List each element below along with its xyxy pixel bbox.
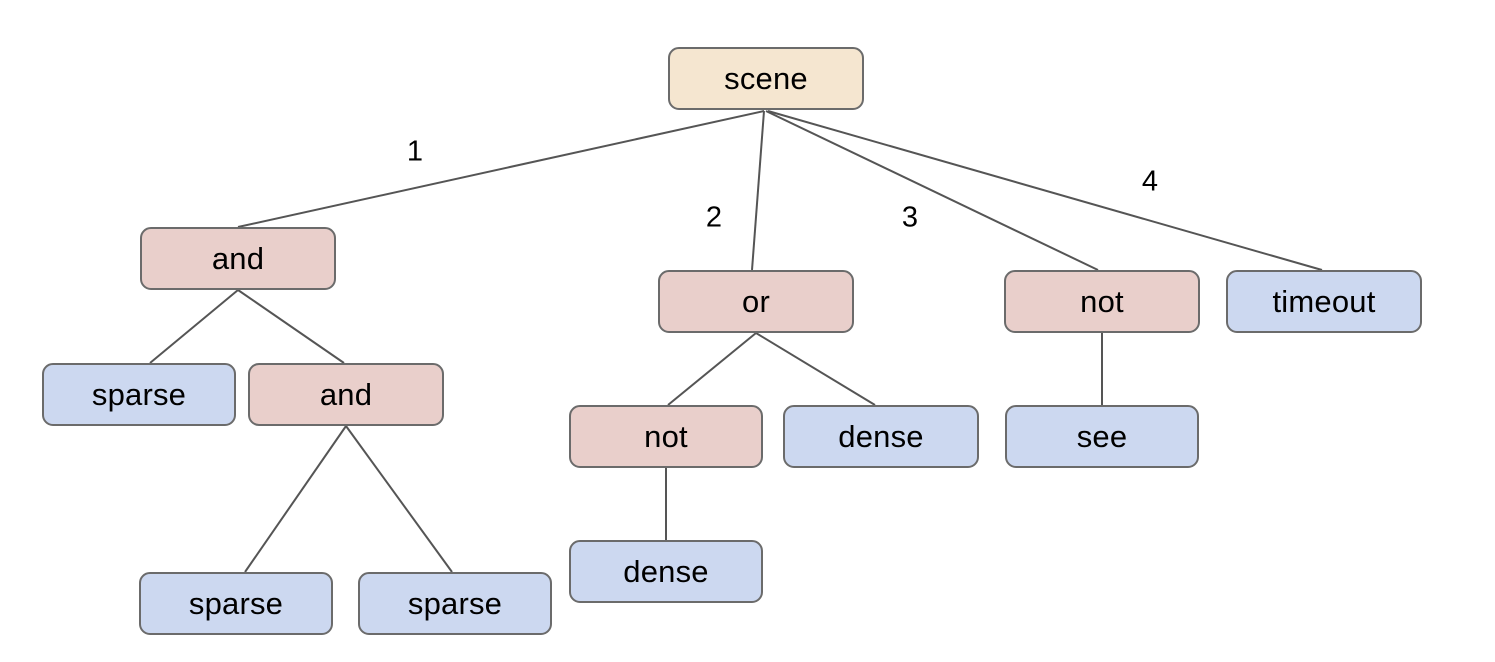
tree-node-timeout1[interactable]: timeout bbox=[1226, 270, 1422, 333]
tree-edge bbox=[767, 110, 1323, 271]
tree-node-not1[interactable]: not bbox=[1004, 270, 1200, 333]
edge-label: 3 bbox=[901, 201, 919, 234]
tree-edge bbox=[345, 425, 453, 573]
tree-node-not2[interactable]: not bbox=[569, 405, 763, 468]
tree-edge bbox=[765, 110, 1099, 271]
tree-node-dense1[interactable]: dense bbox=[783, 405, 979, 468]
tree-node-scene[interactable]: scene bbox=[668, 47, 864, 110]
tree-node-sparse1[interactable]: sparse bbox=[42, 363, 236, 426]
edge-label: 2 bbox=[705, 201, 723, 234]
tree-edge bbox=[751, 110, 765, 271]
tree-node-dense2[interactable]: dense bbox=[569, 540, 763, 603]
tree-edge bbox=[149, 289, 239, 364]
tree-node-sparse3[interactable]: sparse bbox=[358, 572, 552, 635]
tree-edge bbox=[755, 332, 876, 406]
tree-edge bbox=[237, 289, 345, 364]
tree-node-and1[interactable]: and bbox=[140, 227, 336, 290]
tree-edge bbox=[667, 332, 757, 406]
tree-edge bbox=[244, 425, 347, 573]
tree-edge bbox=[237, 110, 765, 228]
tree-node-and2[interactable]: and bbox=[248, 363, 444, 426]
edge-label: 4 bbox=[1141, 165, 1159, 198]
tree-node-or1[interactable]: or bbox=[658, 270, 854, 333]
tree-node-see1[interactable]: see bbox=[1005, 405, 1199, 468]
edge-label: 1 bbox=[406, 135, 424, 168]
tree-node-sparse2[interactable]: sparse bbox=[139, 572, 333, 635]
